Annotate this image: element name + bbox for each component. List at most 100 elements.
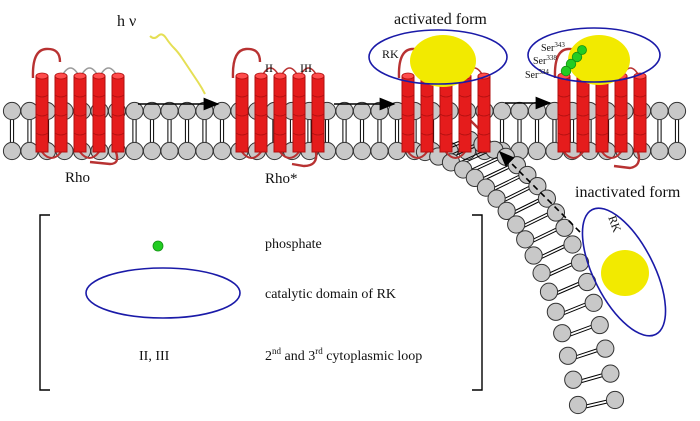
helix-band bbox=[292, 113, 306, 117]
photon-label: h ν bbox=[117, 13, 136, 30]
helix-band bbox=[54, 132, 68, 136]
lipid-head bbox=[570, 253, 590, 272]
transmembrane-helix bbox=[311, 75, 325, 153]
legend-phosphate-icon bbox=[152, 240, 164, 252]
transmembrane-helix bbox=[235, 75, 249, 153]
lipid-tail bbox=[541, 244, 565, 256]
lipid-head bbox=[564, 370, 583, 389]
lipid-head bbox=[125, 141, 144, 161]
lipid-head bbox=[650, 141, 669, 161]
helix-band bbox=[458, 94, 472, 98]
legend-right-bracket bbox=[472, 214, 483, 391]
transmembrane-helix bbox=[54, 75, 68, 153]
helix-band bbox=[401, 132, 415, 136]
legend-catalytic-icon bbox=[85, 267, 241, 319]
lipid-tail bbox=[523, 212, 549, 225]
loop-iii-label: III bbox=[300, 61, 312, 75]
loop-ii-label: II bbox=[265, 61, 273, 75]
helix-band bbox=[35, 132, 49, 136]
lipid-head bbox=[510, 101, 529, 121]
kinase-body-inactive bbox=[601, 250, 649, 296]
helix-band bbox=[557, 113, 571, 117]
lipid-head bbox=[476, 178, 496, 197]
helix-band bbox=[35, 94, 49, 98]
transmembrane-helix bbox=[401, 75, 415, 153]
activated-rho-protein bbox=[397, 47, 491, 159]
lipid-tail bbox=[532, 230, 557, 243]
helix-cap bbox=[235, 72, 249, 80]
lipid-head bbox=[667, 141, 687, 161]
lipid-tail bbox=[514, 198, 540, 212]
helix-band bbox=[54, 113, 68, 117]
lipid-head bbox=[160, 101, 179, 121]
transmembrane-helix bbox=[273, 75, 287, 153]
lipid-head bbox=[335, 141, 354, 161]
helix-band bbox=[401, 94, 415, 98]
helix-band bbox=[235, 113, 249, 117]
c-terminal-tail bbox=[291, 151, 318, 168]
lipid-tail bbox=[569, 327, 593, 337]
transmembrane-helix bbox=[633, 75, 647, 153]
bent-lipid-bilayer bbox=[415, 130, 625, 415]
lipid-tail bbox=[585, 402, 608, 409]
helix-band bbox=[633, 94, 647, 98]
helix-band bbox=[73, 94, 87, 98]
lipid-tail bbox=[575, 351, 598, 360]
rho-star-label: Rho* bbox=[265, 171, 298, 187]
lipid-head bbox=[352, 101, 372, 121]
c-terminal-tail bbox=[613, 151, 641, 170]
helix-band bbox=[614, 94, 628, 98]
helix-band bbox=[557, 132, 571, 136]
cytoplasmic-loop bbox=[445, 151, 466, 159]
lipid-head bbox=[601, 364, 620, 383]
helix-band bbox=[235, 94, 249, 98]
lipid-head bbox=[516, 230, 535, 249]
lipid-head bbox=[142, 141, 162, 161]
helix-band bbox=[614, 113, 628, 117]
lipid-tail bbox=[556, 281, 580, 293]
ser338-label: Ser338 bbox=[533, 54, 557, 67]
legend-loops-symbol: II, III bbox=[139, 349, 170, 364]
lipid-head bbox=[212, 101, 232, 121]
legend-phosphate-label: phosphate bbox=[265, 237, 322, 252]
helix-band bbox=[273, 113, 287, 117]
lipid-head bbox=[142, 101, 162, 121]
phosphate-ser343 bbox=[571, 51, 583, 63]
helix-cap bbox=[311, 72, 325, 80]
helix-band bbox=[111, 94, 125, 98]
lipid-head bbox=[590, 315, 609, 335]
legend-loops-label: 2nd and 3rd cytoplasmic loop bbox=[265, 346, 422, 364]
activated-form-label: activated form bbox=[394, 11, 487, 28]
helix-cap bbox=[92, 72, 106, 80]
helix-cap bbox=[73, 72, 87, 80]
transmembrane-helix bbox=[254, 75, 268, 153]
helix-band bbox=[420, 94, 434, 98]
helix-band bbox=[73, 113, 87, 117]
rk-inactive-label: RK bbox=[605, 214, 624, 235]
n-terminal-loop bbox=[31, 47, 62, 79]
rho-star-protein bbox=[231, 47, 325, 168]
cytoplasmic-loop bbox=[241, 151, 262, 159]
helix-band bbox=[477, 132, 491, 136]
cytoplasmic-loop bbox=[41, 151, 62, 159]
transmembrane-helix bbox=[439, 75, 453, 153]
lipid-tail bbox=[580, 376, 603, 384]
transmembrane-helix bbox=[614, 75, 628, 153]
helix-band bbox=[401, 113, 415, 117]
transmembrane-helix bbox=[92, 75, 106, 153]
helix-band bbox=[614, 132, 628, 136]
lipid-tail bbox=[580, 373, 603, 381]
lipid-tail bbox=[504, 185, 530, 200]
lipid-head bbox=[558, 346, 578, 365]
legend: phosphate catalytic domain of RK II, III… bbox=[39, 214, 483, 391]
legend-catalytic-label: catalytic domain of RK bbox=[265, 287, 396, 302]
lipid-tail bbox=[504, 188, 530, 203]
c-terminal-tail bbox=[89, 151, 119, 166]
catalytic-domain-inactive bbox=[581, 207, 667, 337]
lipid-tail bbox=[549, 265, 573, 277]
helix-cap bbox=[401, 72, 415, 80]
lipid-head bbox=[546, 302, 565, 321]
helix-band bbox=[477, 94, 491, 98]
lipid-tail bbox=[563, 302, 587, 313]
